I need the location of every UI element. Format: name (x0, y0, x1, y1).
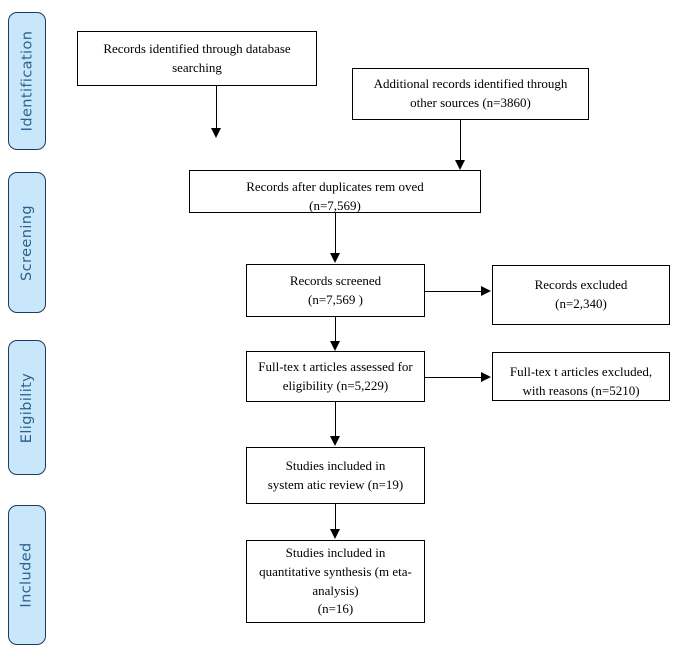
connector-fulltext-to-systematic-review (335, 402, 336, 437)
node-records-screened-text: Records screened (n=7,569 ) (289, 272, 382, 307)
node-additional-records-other-sources: Additional records identified through ot… (352, 68, 589, 120)
stage-tab-included-label: Included (19, 542, 35, 608)
node-records-identified-database: Records identified through database sear… (77, 31, 317, 86)
node-studies-included-quantitative-synthesis-text: Studies included in quantitative synthes… (259, 544, 412, 617)
node-full-text-articles-excluded: Full-tex t articles excluded, with reaso… (492, 352, 670, 401)
arrowhead-fulltext-to-excluded (481, 372, 491, 382)
node-records-after-duplicates-removed-text: Records after duplicates rem oved (n=7,5… (246, 178, 424, 213)
arrowhead-duplicates-to-screened (330, 253, 340, 263)
node-records-after-duplicates-removed: Records after duplicates rem oved (n=7,5… (189, 170, 481, 213)
connector-systematic-review-to-quantitative (335, 504, 336, 531)
node-full-text-articles-assessed: Full-tex t articles assessed for eligibi… (246, 351, 425, 402)
node-records-excluded: Records excluded (n=2,340) (492, 265, 670, 325)
stage-tab-eligibility-label: Eligibility (19, 372, 36, 443)
node-full-text-articles-assessed-text: Full-tex t articles assessed for eligibi… (258, 358, 413, 393)
connector-screened-to-fulltext (335, 317, 336, 343)
stage-tab-identification: Identification (8, 12, 46, 150)
connector-duplicates-to-screened (335, 213, 336, 254)
stage-tab-eligibility: Eligibility (8, 340, 46, 475)
arrowhead-screened-to-fulltext (330, 341, 340, 351)
node-studies-included-systematic-review: Studies included in system atic review (… (246, 447, 425, 504)
arrowhead-screened-to-excluded (481, 286, 491, 296)
arrowhead-other-sources-to-duplicates (455, 160, 465, 170)
arrowhead-fulltext-to-systematic-review (330, 436, 340, 446)
connector-database-to-duplicates (216, 86, 217, 130)
stage-tab-identification-label: Identification (19, 30, 36, 132)
stage-tab-screening-label: Screening (19, 204, 35, 281)
connector-screened-to-excluded (425, 291, 483, 292)
node-records-screened: Records screened (n=7,569 ) (246, 264, 425, 317)
arrowhead-systematic-review-to-quantitative (330, 529, 340, 539)
arrowhead-database-to-duplicates (211, 128, 221, 138)
node-records-identified-database-text: Records identified through database sear… (103, 40, 291, 75)
node-records-excluded-text: Records excluded (n=2,340) (534, 277, 628, 311)
stage-tab-screening: Screening (8, 172, 46, 313)
connector-fulltext-to-excluded (425, 377, 483, 378)
node-studies-included-systematic-review-text: Studies included in system atic review (… (267, 457, 404, 492)
node-studies-included-quantitative-synthesis: Studies included in quantitative synthes… (246, 540, 425, 623)
node-full-text-articles-excluded-text: Full-tex t articles excluded, with reaso… (509, 363, 653, 398)
node-additional-records-other-sources-text: Additional records identified through ot… (373, 76, 568, 110)
connector-other-sources-to-duplicates (460, 120, 461, 162)
stage-tab-included: Included (8, 505, 46, 645)
